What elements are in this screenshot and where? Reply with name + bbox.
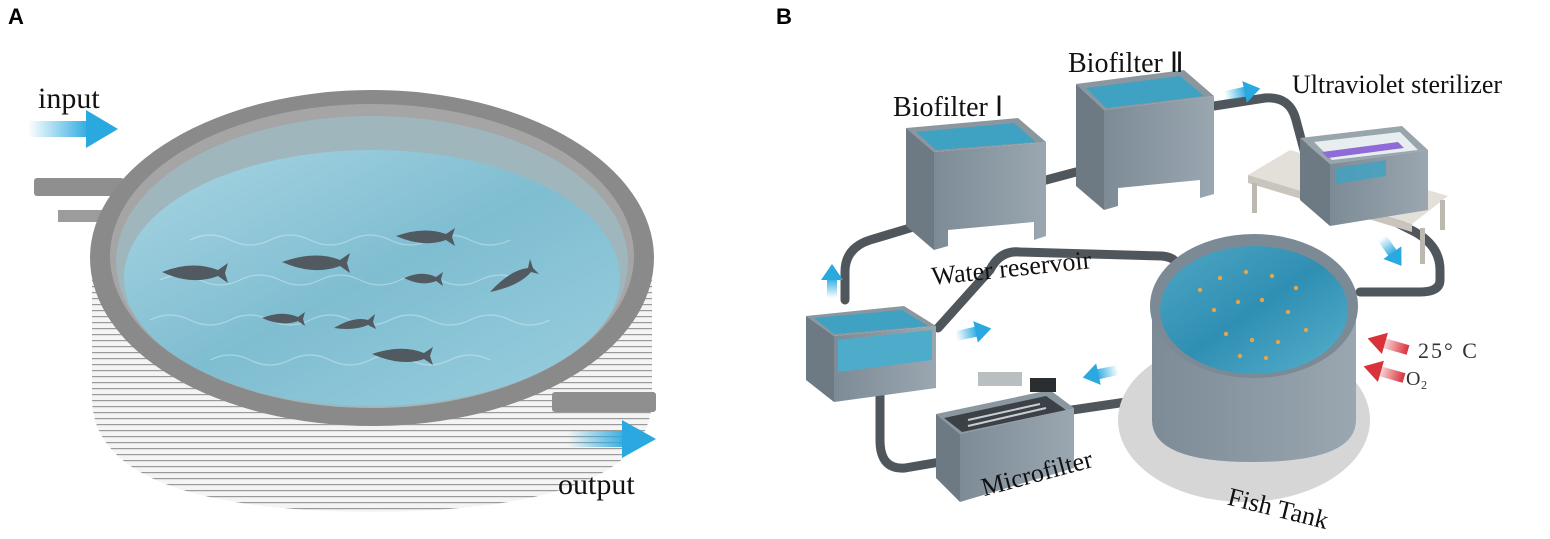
fish-icon [396, 228, 455, 246]
biofilter-1 [906, 118, 1046, 250]
input-red-arrows [1363, 332, 1410, 383]
fish-icon [372, 347, 433, 365]
output-pipe [552, 392, 656, 412]
fish-icon [262, 312, 305, 326]
panel-a-tank [34, 90, 656, 512]
fish-tank [1118, 234, 1370, 502]
input-label: input [38, 82, 100, 115]
panel-b-letter: B [776, 4, 792, 29]
biofilter-2 [1076, 70, 1214, 210]
arrow-reservoir-up [821, 264, 843, 298]
biofilter-1-label: Biofilter Ⅰ [893, 92, 1004, 123]
uv-sterilizer [1300, 126, 1428, 226]
fish-tank-water [1160, 246, 1348, 374]
biofilter-2-label: Biofilter Ⅱ [1068, 48, 1184, 79]
tank-water [124, 150, 620, 406]
arrow-uv-down [1377, 235, 1402, 266]
fish-icon [162, 263, 228, 283]
arrow-tank-micro [1082, 363, 1120, 385]
input-arrow [28, 110, 118, 148]
uv-sterilizer-label: Ultraviolet sterilizer [1292, 70, 1503, 99]
arrow-bio2-uv [1223, 81, 1261, 103]
pipe-uv-tank [1355, 203, 1445, 297]
fish-icon [282, 253, 350, 273]
arrow-temperature [1367, 332, 1410, 355]
fish-icon [334, 314, 376, 329]
fish-icon [490, 259, 539, 292]
fish-icon [404, 272, 443, 286]
pipe-loop-left [840, 220, 925, 305]
temperature-label: 25° C [1418, 338, 1479, 363]
fish-group [162, 228, 539, 365]
output-label: output [558, 468, 635, 501]
water-reservoir [806, 306, 936, 402]
pipe-bio1-bio2 [1041, 167, 1081, 185]
arrow-reservoir-right [954, 321, 992, 343]
arrow-oxygen [1363, 360, 1406, 383]
input-pipe [34, 178, 124, 196]
oxygen-label: O₂ [1406, 368, 1428, 390]
output-arrow [568, 420, 656, 458]
pipe-bio2-uv [1209, 93, 1309, 155]
flow-arrows [821, 81, 1402, 385]
pipe-reservoir-micro [875, 367, 945, 473]
panel-a-letter: A [8, 4, 24, 29]
microfilter [936, 372, 1074, 502]
